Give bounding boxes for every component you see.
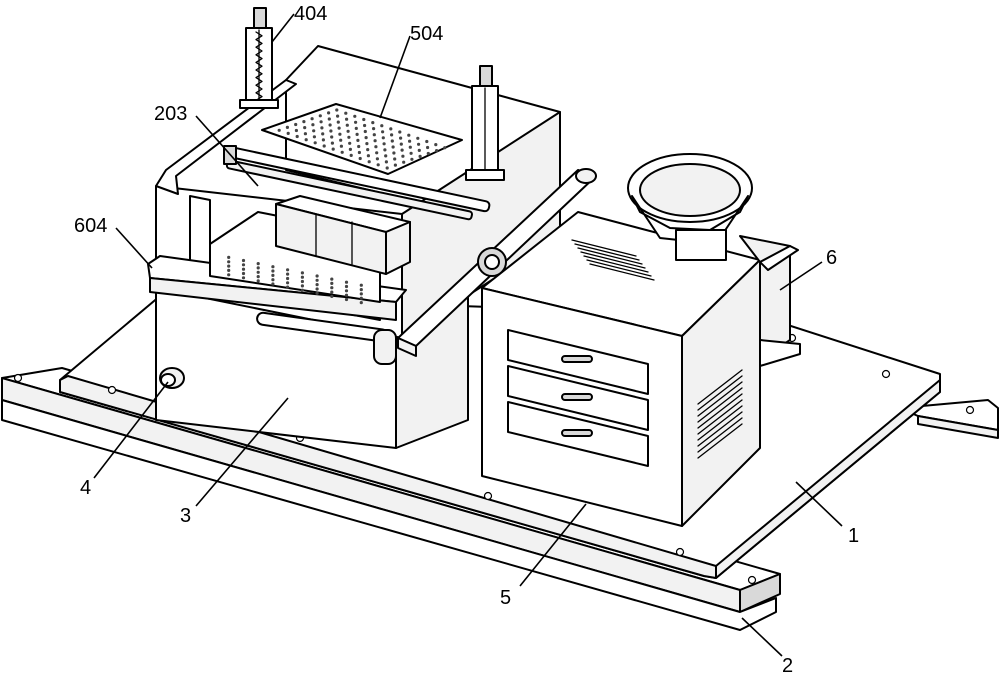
label-6: 6 xyxy=(826,247,837,269)
side-rail xyxy=(397,168,597,357)
label-1: 1 xyxy=(848,525,859,547)
label-2: 2 xyxy=(782,655,793,676)
callout-labels: 404 504 203 604 6 4 3 5 1 2 xyxy=(74,3,859,676)
cabinet xyxy=(481,211,761,527)
drawer-1 xyxy=(507,329,649,395)
label-203: 203 xyxy=(154,103,187,125)
hopper-unit xyxy=(627,153,801,367)
sieve-tray-upper xyxy=(261,103,463,175)
lift-column-right xyxy=(465,65,505,181)
leader-lines xyxy=(93,13,843,657)
drawer-2 xyxy=(507,365,649,431)
basket xyxy=(275,195,411,275)
top-vent xyxy=(571,239,655,281)
label-504: 504 xyxy=(410,23,443,45)
label-3: 3 xyxy=(180,505,191,527)
drive-roller xyxy=(477,247,507,277)
label-5: 5 xyxy=(500,587,511,609)
spray-bar xyxy=(223,145,491,221)
lift-column-left xyxy=(239,7,279,109)
side-vent xyxy=(697,369,743,459)
label-404: 404 xyxy=(294,3,327,25)
drawer-3 xyxy=(507,401,649,467)
drain-valve xyxy=(159,367,185,389)
label-604: 604 xyxy=(74,215,107,237)
label-4: 4 xyxy=(80,477,91,499)
